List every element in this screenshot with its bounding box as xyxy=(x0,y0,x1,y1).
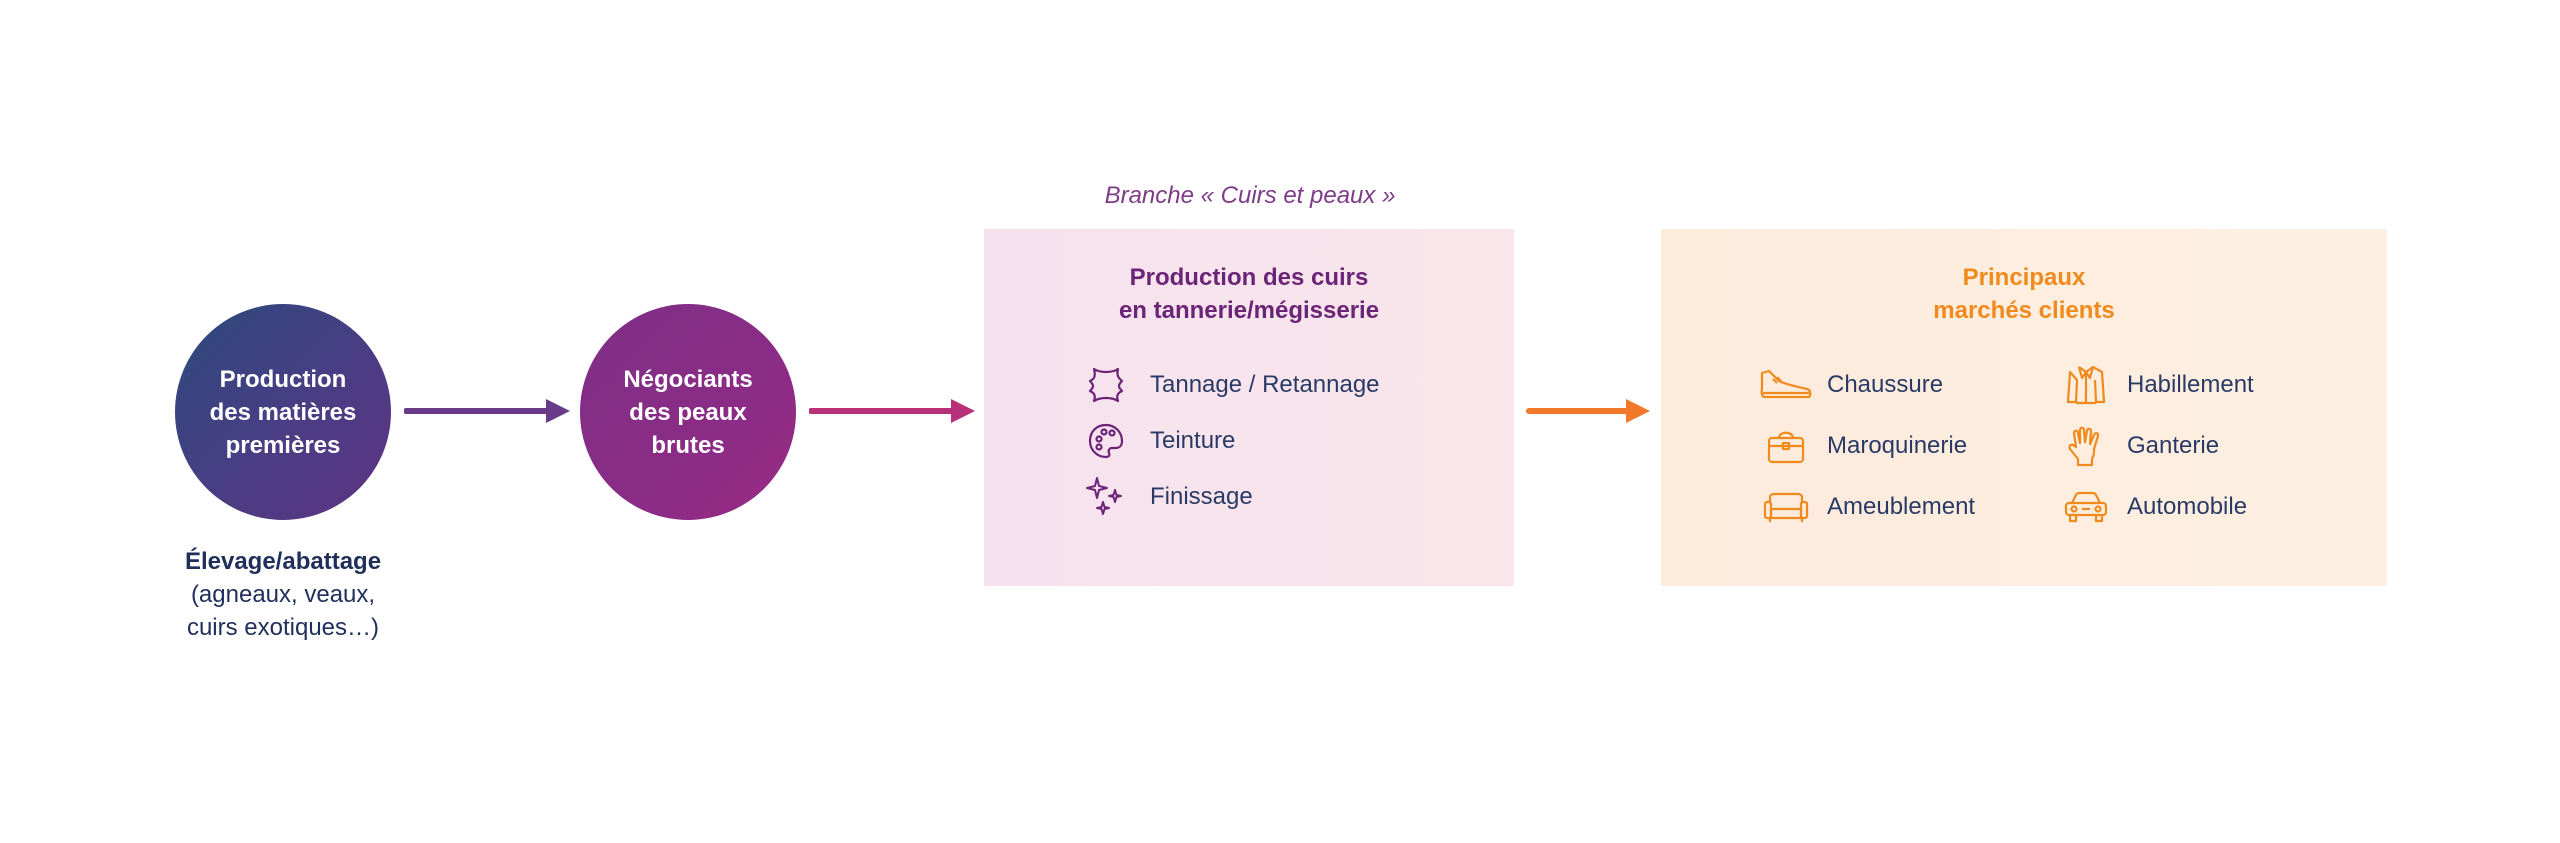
caption-bold: Élevage/abattage xyxy=(184,548,382,575)
shoe-icon xyxy=(1759,363,1813,407)
process-item-finissage: Finissage xyxy=(1084,475,1253,519)
sofa-icon xyxy=(1759,485,1813,529)
raw-materials-line-1: Production xyxy=(219,365,347,393)
market-item-ganterie: Ganterie xyxy=(2059,424,2219,468)
market-item-automobile: Automobile xyxy=(2059,485,2247,529)
arrow-3 xyxy=(1526,399,1650,423)
caption-line-1: (agneaux, veaux, xyxy=(190,581,376,608)
market-label: Chaussure xyxy=(1827,371,1944,398)
raw-materials-node: Production des matières premières xyxy=(175,304,391,520)
production-title: Production des cuirs en tannerie/mégisse… xyxy=(984,261,1514,327)
markets-title-line-1: Principaux xyxy=(1962,264,2086,291)
market-label: Automobile xyxy=(2127,493,2248,520)
process-label: Teinture xyxy=(1150,427,1236,454)
caption-line-2: cuirs exotiques…) xyxy=(186,614,380,641)
branch-label: Branche « Cuirs et peaux » xyxy=(1104,182,1396,209)
market-label: Ameublement xyxy=(1827,493,1976,520)
process-item-tannage: Tannage / Retannage xyxy=(1084,363,1380,407)
markets-box: Principaux marchés clients Chaussure Mar… xyxy=(1661,229,2387,586)
arrow-1 xyxy=(404,399,570,423)
market-item-ameublement: Ameublement xyxy=(1759,485,1975,529)
leather-hide-icon xyxy=(1084,363,1128,407)
traders-line-3: brutes xyxy=(651,431,725,459)
market-item-habillement: Habillement xyxy=(2059,363,2254,407)
markets-title: Principaux marchés clients xyxy=(1661,261,2387,327)
process-item-teinture: Teinture xyxy=(1084,419,1235,463)
raw-materials-line-3: premières xyxy=(225,431,341,459)
palette-icon xyxy=(1084,419,1128,463)
market-label: Habillement xyxy=(2127,371,2254,398)
car-icon xyxy=(2059,485,2113,529)
arrow-2 xyxy=(809,399,975,423)
jacket-icon xyxy=(2059,363,2113,407)
handbag-icon xyxy=(1759,424,1813,468)
process-label: Tannage / Retannage xyxy=(1150,371,1380,398)
raw-hide-traders-node: Négociants des peaux brutes xyxy=(580,304,796,520)
production-box: Production des cuirs en tannerie/mégisse… xyxy=(984,229,1514,586)
traders-line-1: Négociants xyxy=(623,365,753,393)
raw-materials-line-2: des matières xyxy=(209,398,357,426)
market-item-maroquinerie: Maroquinerie xyxy=(1759,424,1967,468)
traders-line-2: des peaux xyxy=(629,398,747,426)
market-label: Maroquinerie xyxy=(1827,432,1968,459)
raw-materials-caption: Élevage/abattage (agneaux, veaux, cuirs … xyxy=(150,545,416,644)
glove-icon xyxy=(2059,424,2113,468)
production-title-line-1: Production des cuirs xyxy=(1129,264,1369,291)
markets-title-line-2: marchés clients xyxy=(1933,297,2115,324)
process-label: Finissage xyxy=(1150,483,1253,510)
production-title-line-2: en tannerie/mégisserie xyxy=(1118,297,1380,324)
market-label: Ganterie xyxy=(2127,432,2220,459)
sparkles-icon xyxy=(1084,475,1128,519)
market-item-chaussure: Chaussure xyxy=(1759,363,1943,407)
